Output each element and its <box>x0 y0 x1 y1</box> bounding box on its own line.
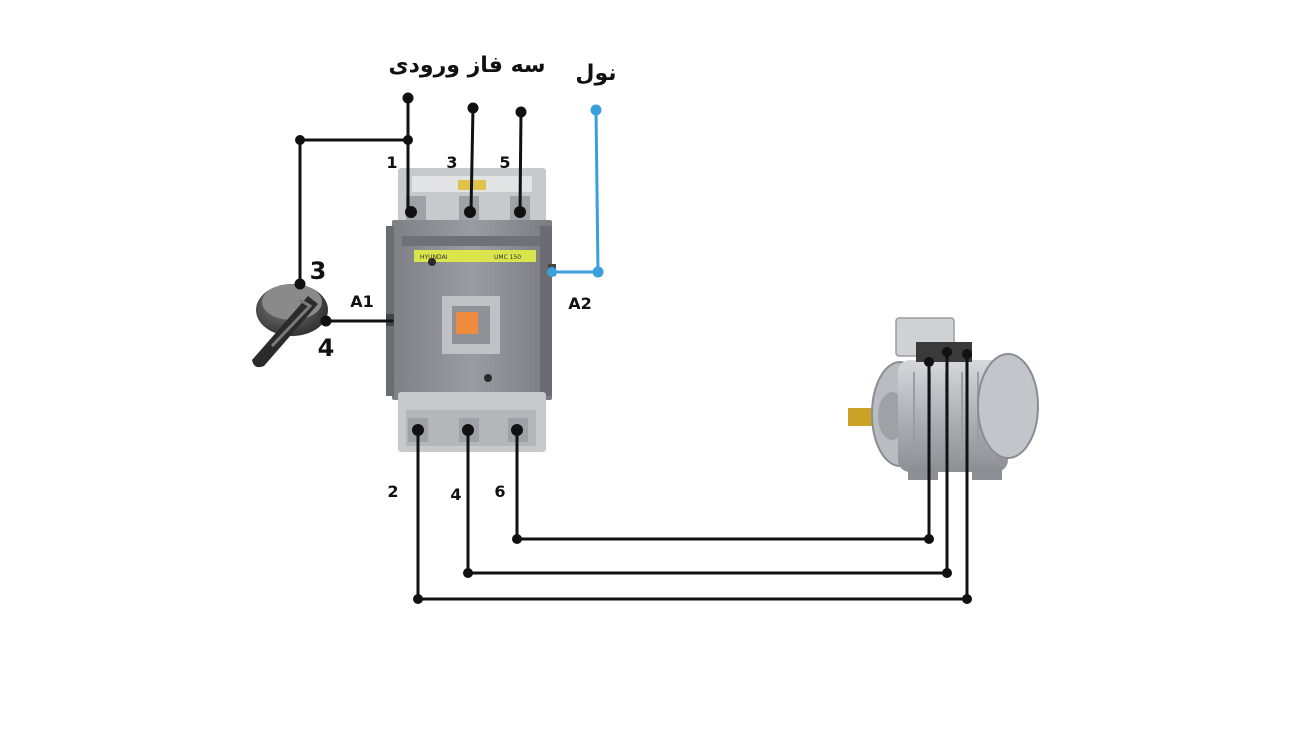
terminal-2-label: 2 <box>387 482 398 501</box>
neutral-label: نول <box>575 61 616 86</box>
terminal-4-label: 4 <box>450 485 461 504</box>
model-text: UMC 150 <box>494 254 521 261</box>
coil-indicator-button <box>456 312 478 334</box>
wire-output-2 <box>416 352 969 601</box>
three-phase-input-label: سه فاز ورودی <box>388 53 545 78</box>
switch-terminal-3-label: 3 <box>310 257 327 285</box>
terminal-6-label: 6 <box>494 482 505 501</box>
wires <box>298 96 969 601</box>
terminal-5-label: 5 <box>499 153 510 172</box>
wire-phase-5 <box>518 110 523 214</box>
junction-dots <box>294 92 972 604</box>
wire-phase-3 <box>469 106 475 214</box>
wire-output-4 <box>466 350 949 575</box>
rotary-switch-icon <box>252 284 328 368</box>
wire-output-6 <box>515 360 931 541</box>
coil-a2-label: A2 <box>568 294 592 313</box>
three-phase-motor-icon <box>848 317 1039 480</box>
contactor: HYUNDAI UMC 150 <box>386 168 556 452</box>
coil-a1-label: A1 <box>350 292 374 311</box>
terminal-1-label: 1 <box>386 153 397 172</box>
wire-neutral <box>552 109 600 274</box>
motor-fan-cover <box>977 353 1039 459</box>
switch-terminal-4-label: 4 <box>318 334 335 362</box>
terminal-3-label: 3 <box>446 153 457 172</box>
contactor-nameplate <box>414 250 536 262</box>
brand-text: HYUNDAI <box>420 254 448 261</box>
